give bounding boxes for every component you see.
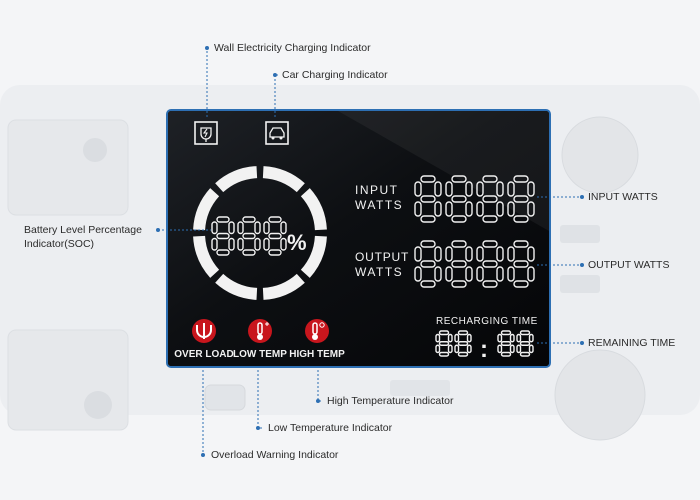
high-temp-icon: [305, 319, 329, 343]
input-watts-display: [414, 175, 535, 223]
battery-ring-segment-4: [262, 273, 305, 300]
low-temp-callout: Low Temperature Indicator: [268, 422, 393, 434]
overload-icon: [192, 319, 216, 343]
soc-digit-1: [211, 216, 235, 256]
soc-percent-unit: %: [287, 230, 307, 255]
low-temp-icon: [248, 319, 272, 343]
output-digit-1: [414, 240, 442, 288]
input-digit-3: [476, 175, 504, 223]
lcd-screen: % INPUT WATTS OUTPUT WATTS RECHARGING TI…: [166, 109, 551, 368]
output-digit-2: [445, 240, 473, 288]
input-label-line2: WATTS: [355, 198, 403, 212]
battery-level-ring: [193, 166, 327, 300]
battery-ring-segment-3: [300, 235, 327, 278]
input-digit-2: [445, 175, 473, 223]
input-label-line1: INPUT: [355, 183, 399, 197]
output-watts-callout: OUTPUT WATTS: [588, 259, 670, 271]
output-digit-4: [507, 240, 535, 288]
recharging-time-label: RECHARGING TIME: [436, 316, 538, 327]
input-digit-1: [414, 175, 442, 223]
battery-ring-segment-1: [262, 166, 305, 193]
remaining-time-display: [435, 330, 534, 357]
battery-ring-segment-6: [193, 235, 220, 278]
wall-charging-callout: Wall Electricity Charging Indicator: [214, 42, 371, 54]
input-watts-callout: INPUT WATTS: [588, 191, 658, 203]
battery-callout-line2: Indicator(SOC): [24, 238, 95, 250]
overload-label: OVER LOAD: [174, 349, 233, 360]
time-digit-1: [435, 330, 453, 357]
output-label-line2: WATTS: [355, 265, 403, 279]
time-digit-2: [454, 330, 472, 357]
output-watts-display: [414, 240, 535, 288]
time-digit-4: [516, 330, 534, 357]
car-charging-callout: Car Charging Indicator: [282, 69, 388, 81]
soc-digit-2: [237, 216, 261, 256]
remaining-time-callout: REMAINING TIME: [588, 337, 676, 349]
soc-digit-3: [263, 216, 287, 256]
car-charging-icon: [265, 121, 289, 145]
time-colon: :: [480, 336, 488, 363]
output-label-line1: OUTPUT: [355, 250, 409, 264]
soc-digit-display: [211, 216, 287, 256]
high-temp-callout: High Temperature Indicator: [327, 395, 454, 407]
wall-charging-icon: [194, 121, 218, 145]
battery-callout-line1: Battery Level Percentage: [24, 224, 142, 236]
battery-ring-segment-7: [193, 188, 220, 231]
low-temp-label: LOW TEMP: [233, 349, 287, 360]
high-temp-label: HIGH TEMP: [289, 349, 345, 360]
output-digit-3: [476, 240, 504, 288]
battery-ring-segment-5: [215, 273, 258, 300]
input-digit-4: [507, 175, 535, 223]
overload-callout: Overload Warning Indicator: [211, 449, 339, 461]
time-digit-3: [497, 330, 515, 357]
battery-ring-segment-8: [215, 166, 258, 193]
battery-ring-segment-2: [300, 188, 327, 231]
